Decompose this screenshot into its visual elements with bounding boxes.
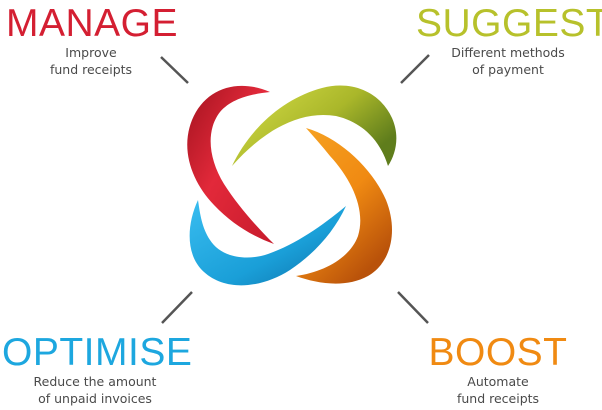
boost-description-line-1: Automate — [467, 374, 529, 389]
connector-line-optimise — [161, 291, 193, 324]
boost-heading: BOOST — [428, 331, 568, 374]
boost-section: BOOST Automate fund receipts — [413, 333, 583, 407]
connector-line-manage — [160, 56, 189, 84]
connector-line-boost — [397, 291, 429, 324]
suggest-section: SUGGEST Different methods of payment — [416, 2, 602, 78]
manage-section: MANAGE Improve fund receipts — [6, 2, 179, 78]
red-ribbon — [187, 85, 274, 244]
optimise-heading: OPTIMISE — [2, 331, 193, 374]
suggest-description: Different methods of payment — [416, 44, 600, 78]
connector-line-suggest — [400, 54, 430, 84]
optimise-description: Reduce the amount of unpaid invoices — [2, 373, 188, 407]
green-ribbon — [232, 85, 397, 166]
orange-ribbon — [296, 128, 392, 284]
boost-description-line-2: fund receipts — [456, 391, 540, 406]
boost-description: Automate fund receipts — [413, 373, 583, 407]
suggest-description-line-2: of payment — [472, 62, 544, 77]
suggest-description-line-1: Different methods — [451, 45, 565, 60]
manage-description-line-1: Improve — [65, 45, 117, 60]
manage-description: Improve fund receipts — [6, 44, 176, 78]
manage-description-line-2: fund receipts — [49, 62, 133, 77]
manage-heading: MANAGE — [6, 2, 179, 45]
optimise-description-line-2: of unpaid invoices — [38, 391, 152, 406]
optimise-description-line-1: Reduce the amount — [33, 374, 157, 389]
suggest-heading: SUGGEST — [416, 2, 602, 45]
optimise-section: OPTIMISE Reduce the amount of unpaid inv… — [2, 331, 193, 407]
blue-ribbon — [189, 200, 346, 286]
